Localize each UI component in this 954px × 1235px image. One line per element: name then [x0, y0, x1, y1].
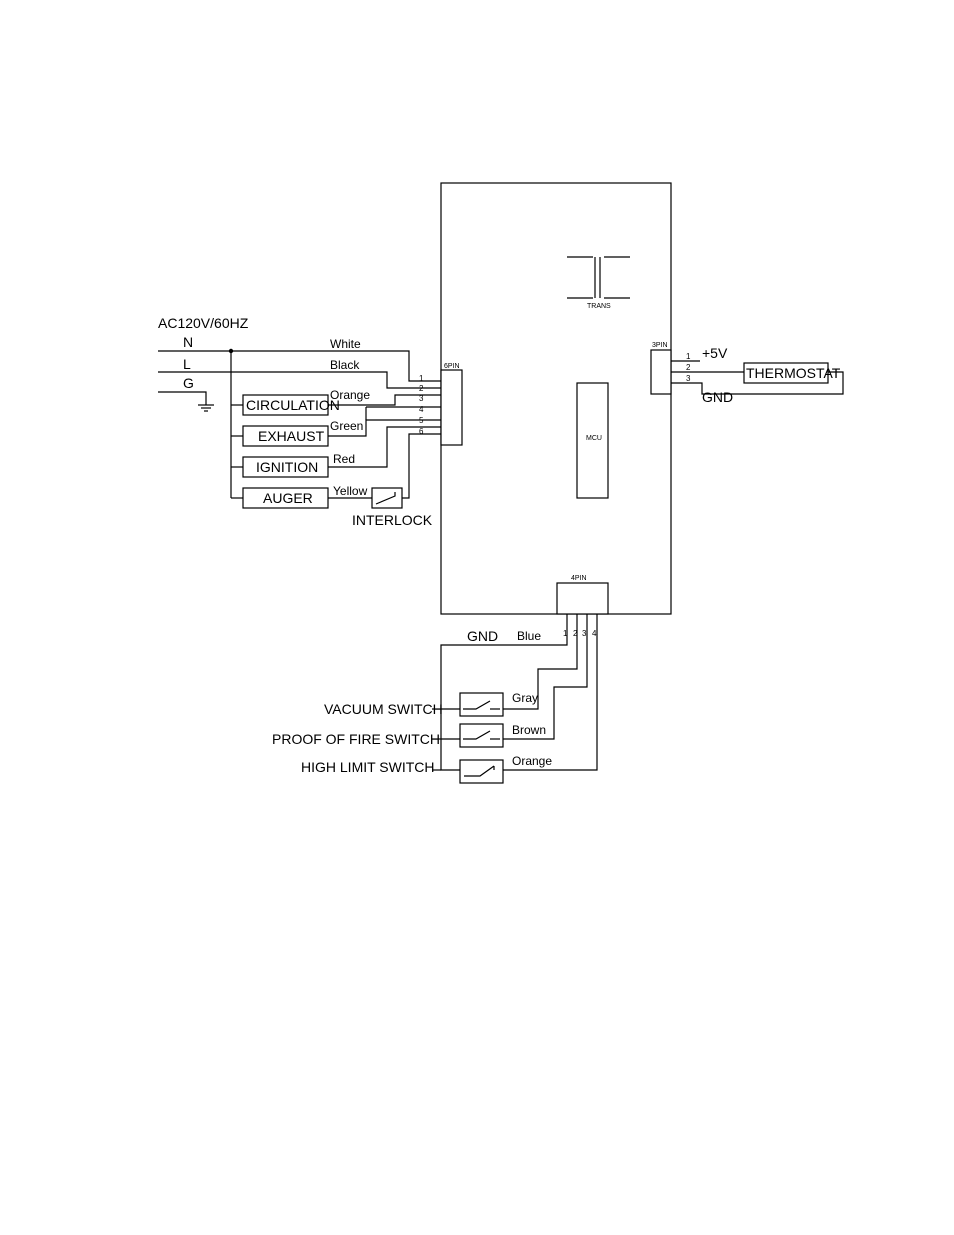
- ground-label: G: [183, 375, 194, 391]
- pin3-3: 3: [686, 374, 691, 383]
- line-label: L: [183, 356, 191, 372]
- pin6-4: 4: [419, 405, 424, 414]
- auger-label: AUGER: [263, 490, 313, 506]
- blue-wire-label: Blue: [517, 629, 541, 643]
- green-wire-label: Green: [330, 419, 363, 433]
- thermostat-gnd-label: GND: [702, 389, 733, 405]
- pin3-2: 2: [686, 363, 691, 372]
- red-wire-label: Red: [333, 452, 355, 466]
- circulation-label: CIRCULATION: [246, 397, 340, 413]
- connector-6pin-label: 6PIN: [444, 363, 460, 370]
- pin6-5: 5: [419, 416, 424, 425]
- power-source-label: AC120V/60HZ: [158, 315, 249, 331]
- neutral-label: N: [183, 334, 193, 350]
- plus5v-label: +5V: [702, 345, 728, 361]
- black-wire-label: Black: [330, 358, 360, 372]
- interlock-switch: [372, 488, 402, 508]
- pin3-1: 1: [686, 352, 691, 361]
- pin6-1: 1: [419, 374, 424, 383]
- connector-4pin: [557, 583, 608, 614]
- orange-wire-label: Orange: [330, 388, 370, 402]
- switch-gnd-label: GND: [467, 628, 498, 644]
- connector-6pin: [441, 370, 462, 445]
- interlock-label: INTERLOCK: [352, 512, 433, 528]
- proof-of-fire-switch-label: PROOF OF FIRE SWITCH: [272, 731, 440, 747]
- gray-wire-label: Gray: [512, 691, 538, 705]
- white-wire-label: White: [330, 337, 361, 351]
- brown-wire-label: Brown: [512, 723, 546, 737]
- yellow-wire-label: Yellow: [333, 484, 368, 498]
- ground-wire: [158, 392, 206, 405]
- connector-3pin: [651, 350, 671, 394]
- thermostat-label: THERMOSTAT: [746, 365, 841, 381]
- black-wire: [158, 372, 441, 388]
- orange-switch-wire-label: Orange: [512, 754, 552, 768]
- control-board: [441, 183, 671, 614]
- connector-3pin-label: 3PIN: [652, 342, 668, 349]
- pin6-2: 2: [419, 384, 424, 393]
- pin6-6: 6: [419, 427, 424, 436]
- connector-4pin-label: 4PIN: [571, 575, 587, 582]
- trans-label: TRANS: [587, 303, 611, 310]
- ground-icon: [198, 405, 214, 411]
- pin6-3: 3: [419, 394, 424, 403]
- exhaust-label: EXHAUST: [258, 428, 325, 444]
- white-wire: [158, 351, 441, 381]
- high-limit-switch: [460, 760, 503, 783]
- high-limit-switch-label: HIGH LIMIT SWITCH: [301, 759, 435, 775]
- vacuum-switch: [460, 693, 503, 716]
- mcu-label: MCU: [586, 435, 602, 442]
- vacuum-switch-label: VACUUM SWITCH: [324, 701, 443, 717]
- ignition-label: IGNITION: [256, 459, 318, 475]
- pin4-3: 3: [582, 629, 587, 638]
- pin4-4: 4: [592, 629, 597, 638]
